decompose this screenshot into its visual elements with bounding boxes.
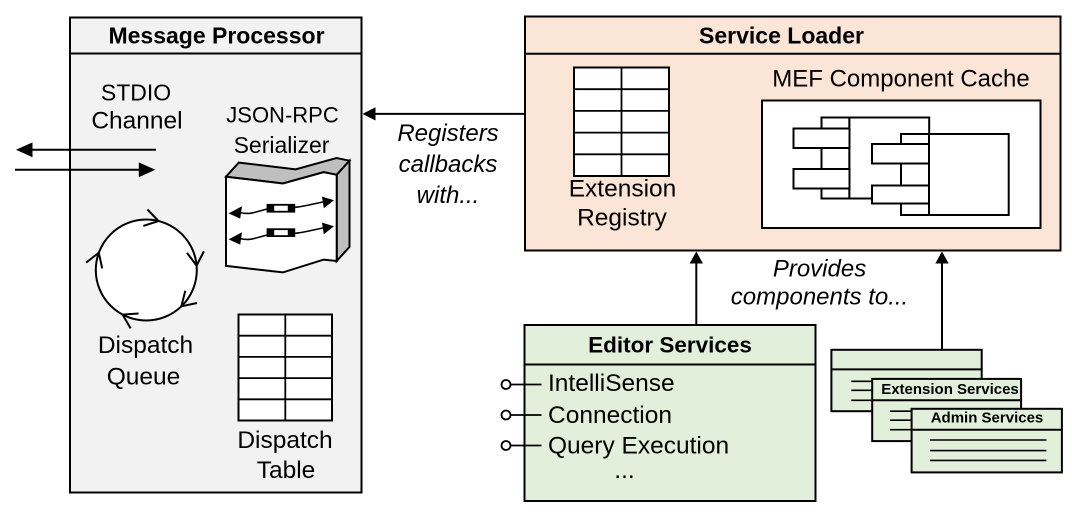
svg-text:Table: Table	[257, 457, 316, 484]
svg-text:Admin Services: Admin Services	[931, 410, 1044, 427]
svg-text:Editor Services: Editor Services	[588, 333, 752, 358]
svg-text:JSON-RPC: JSON-RPC	[226, 103, 339, 128]
svg-text:Serializer: Serializer	[234, 132, 330, 158]
svg-text:...: ...	[614, 457, 634, 484]
svg-text:Connection: Connection	[548, 402, 672, 429]
svg-text:Registers: Registers	[397, 120, 498, 147]
svg-text:Provides: Provides	[773, 256, 866, 283]
svg-text:Dispatch: Dispatch	[98, 332, 193, 359]
svg-text:Queue: Queue	[107, 364, 181, 391]
svg-text:with...: with...	[417, 182, 480, 209]
svg-text:callbacks: callbacks	[399, 151, 498, 178]
svg-text:MEF Component Cache: MEF Component Cache	[772, 66, 1029, 93]
svg-text:components to...: components to...	[731, 284, 908, 311]
svg-text:Registry: Registry	[577, 205, 668, 232]
svg-text:IntelliSense: IntelliSense	[548, 370, 675, 397]
svg-text:Service Loader: Service Loader	[699, 23, 864, 49]
svg-text:STDIO: STDIO	[101, 80, 171, 106]
svg-text:Dispatch: Dispatch	[237, 427, 332, 454]
svg-text:Extension: Extension	[569, 176, 677, 203]
svg-text:Query Execution: Query Execution	[548, 433, 729, 460]
svg-text:Extension Services: Extension Services	[881, 381, 1019, 398]
svg-text:Message Processor: Message Processor	[108, 23, 324, 49]
svg-text:Channel: Channel	[91, 108, 182, 135]
